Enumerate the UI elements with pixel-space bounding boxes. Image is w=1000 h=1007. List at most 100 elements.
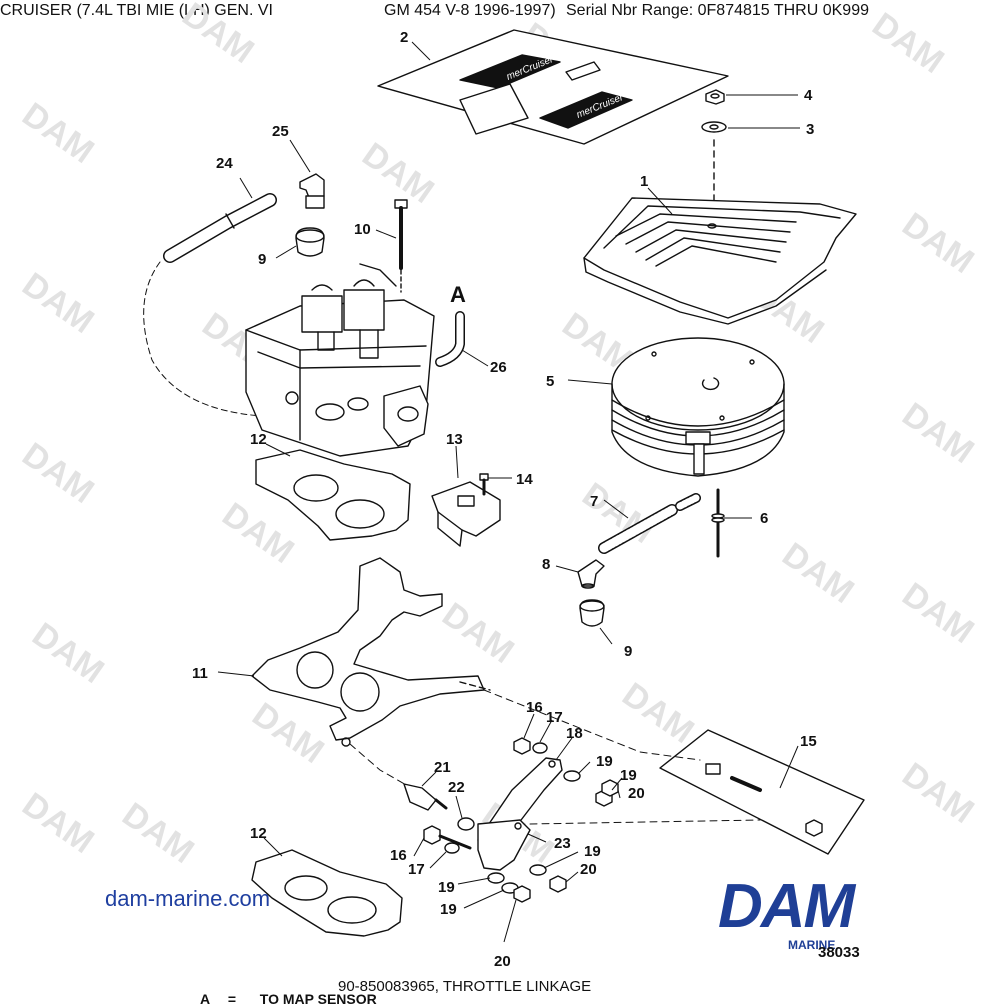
callout-19: 19 <box>584 843 601 860</box>
callout-5: 5 <box>546 373 554 390</box>
gasket-part-12-upper <box>255 449 411 541</box>
dam-marine-logo: DAM MARINE <box>718 872 855 953</box>
elbow-fitting-part-8 <box>577 559 605 589</box>
leader-lines <box>217 41 800 943</box>
callout-20: 20 <box>628 785 645 802</box>
watermark: DAM <box>15 265 100 341</box>
watermark: DAM <box>775 535 860 611</box>
vent-hose-part-7 <box>598 493 701 554</box>
washer-part-3 <box>701 121 727 133</box>
callout-17-upper: 17 <box>546 709 563 726</box>
throttle-body-assembly <box>245 263 435 457</box>
callout-21: 21 <box>434 759 451 776</box>
callout-6: 6 <box>760 510 768 527</box>
callout-24: 24 <box>216 155 233 172</box>
cap-part-9 <box>579 599 605 627</box>
ball-stud-part-21 <box>403 783 448 811</box>
page-header: CRUISER (7.4L TBI MIE (LH) GEN. VI GM 45… <box>0 0 1000 24</box>
logo-subtext: MARINE <box>788 938 836 952</box>
watermark: DAM <box>895 395 980 471</box>
callout-20: 20 <box>580 861 597 878</box>
nut-part-20 <box>513 885 531 903</box>
callout-23: 23 <box>554 835 571 852</box>
flame-arrestor-cover-part-1 <box>583 197 857 325</box>
callout-3: 3 <box>806 121 814 138</box>
callout-22: 22 <box>448 779 465 796</box>
watermark: DAM <box>115 795 200 871</box>
bolt-part-16-upper <box>513 737 548 755</box>
callout-17-lower: 17 <box>408 861 425 878</box>
lever-arm-part-23 <box>477 819 531 871</box>
website-url[interactable]: dam-marine.com <box>105 886 271 911</box>
fitting-part-25 <box>299 173 325 209</box>
screw-part-14 <box>479 473 489 496</box>
watermark: DAM <box>865 5 950 81</box>
stud-part-6 <box>711 488 725 558</box>
watermark: DAM <box>615 675 700 751</box>
callout-7: 7 <box>590 493 598 510</box>
nut-part-4 <box>705 89 725 105</box>
watermark: DAM <box>895 205 980 281</box>
callout-20: 20 <box>494 953 511 970</box>
cap-part-9 <box>295 227 325 257</box>
hose-part-26 <box>435 311 465 367</box>
washer-part-22 <box>457 817 475 831</box>
watermark: DAM <box>15 785 100 861</box>
linkage-kit-part-15 <box>659 729 865 855</box>
callout-8: 8 <box>542 556 550 573</box>
header-serial-range: Serial Nbr Range: 0F874815 THRU 0K999 <box>566 2 869 19</box>
callout-15: 15 <box>800 733 817 750</box>
nut-part-20 <box>549 875 567 893</box>
washer-part-19 <box>487 872 505 884</box>
hose-part-24 <box>143 193 277 417</box>
callout-16-upper: 16 <box>526 699 543 716</box>
callout-12-upper: 12 <box>250 431 267 448</box>
diagram-reference-number: 38033 <box>818 944 860 961</box>
callout-9-lower: 9 <box>624 643 632 660</box>
callout-14: 14 <box>516 471 533 488</box>
watermark: DAM <box>435 595 520 671</box>
callout-11: 11 <box>192 665 208 682</box>
bolt-part-16-lower <box>423 825 472 854</box>
flame-arrestor-part-5 <box>611 337 785 477</box>
diagram-caption: 90-850083965, THROTTLE LINKAGE <box>338 978 592 995</box>
callout-18: 18 <box>566 725 583 742</box>
washer-part-19 <box>563 770 581 782</box>
watermark: DAM <box>245 695 330 771</box>
header-title-mid: GM 454 V-8 1996-1997) <box>384 2 556 19</box>
gasket-part-12-lower <box>251 849 403 937</box>
callout-16-lower: 16 <box>390 847 407 864</box>
callout-19: 19 <box>438 879 455 896</box>
callout-19: 19 <box>440 901 457 918</box>
callout-a: A <box>450 282 466 307</box>
callout-19: 19 <box>620 767 637 784</box>
watermark: DAM <box>895 575 980 651</box>
header-title-left: CRUISER (7.4L TBI MIE (LH) GEN. VI <box>0 2 273 19</box>
decal-sheet-part-2: merCruiser merCruiser <box>377 29 729 145</box>
bolt-part-10 <box>394 199 408 293</box>
watermark: DAM <box>175 0 260 71</box>
washer-part-19 <box>529 864 547 876</box>
watermark: DAM <box>15 435 100 511</box>
logo-text: DAM <box>718 872 855 941</box>
callout-2: 2 <box>400 29 408 46</box>
sensor-part-13 <box>431 481 501 547</box>
callout-labels: 1 2 3 4 5 6 7 8 9 9 10 11 12 12 13 14 15… <box>192 29 817 970</box>
legend-equals: = <box>227 991 237 1007</box>
callout-13: 13 <box>446 431 463 448</box>
watermark: DAM <box>215 495 300 571</box>
legend-key: A <box>200 991 211 1007</box>
watermark: DAM <box>895 755 980 831</box>
callout-10: 10 <box>354 221 371 238</box>
callout-19: 19 <box>596 753 613 770</box>
callout-12-lower: 12 <box>250 825 267 842</box>
callout-25: 25 <box>272 123 289 140</box>
watermark: DAM <box>25 615 110 691</box>
watermark-group: DAM DAM DAM DAM DAM DAM DAM DAM DAM DAM … <box>15 0 980 871</box>
bracket-part-11 <box>251 557 491 747</box>
callout-1: 1 <box>640 173 648 190</box>
callout-9-upper: 9 <box>258 251 266 268</box>
callout-4: 4 <box>804 87 813 104</box>
watermark: DAM <box>15 95 100 171</box>
